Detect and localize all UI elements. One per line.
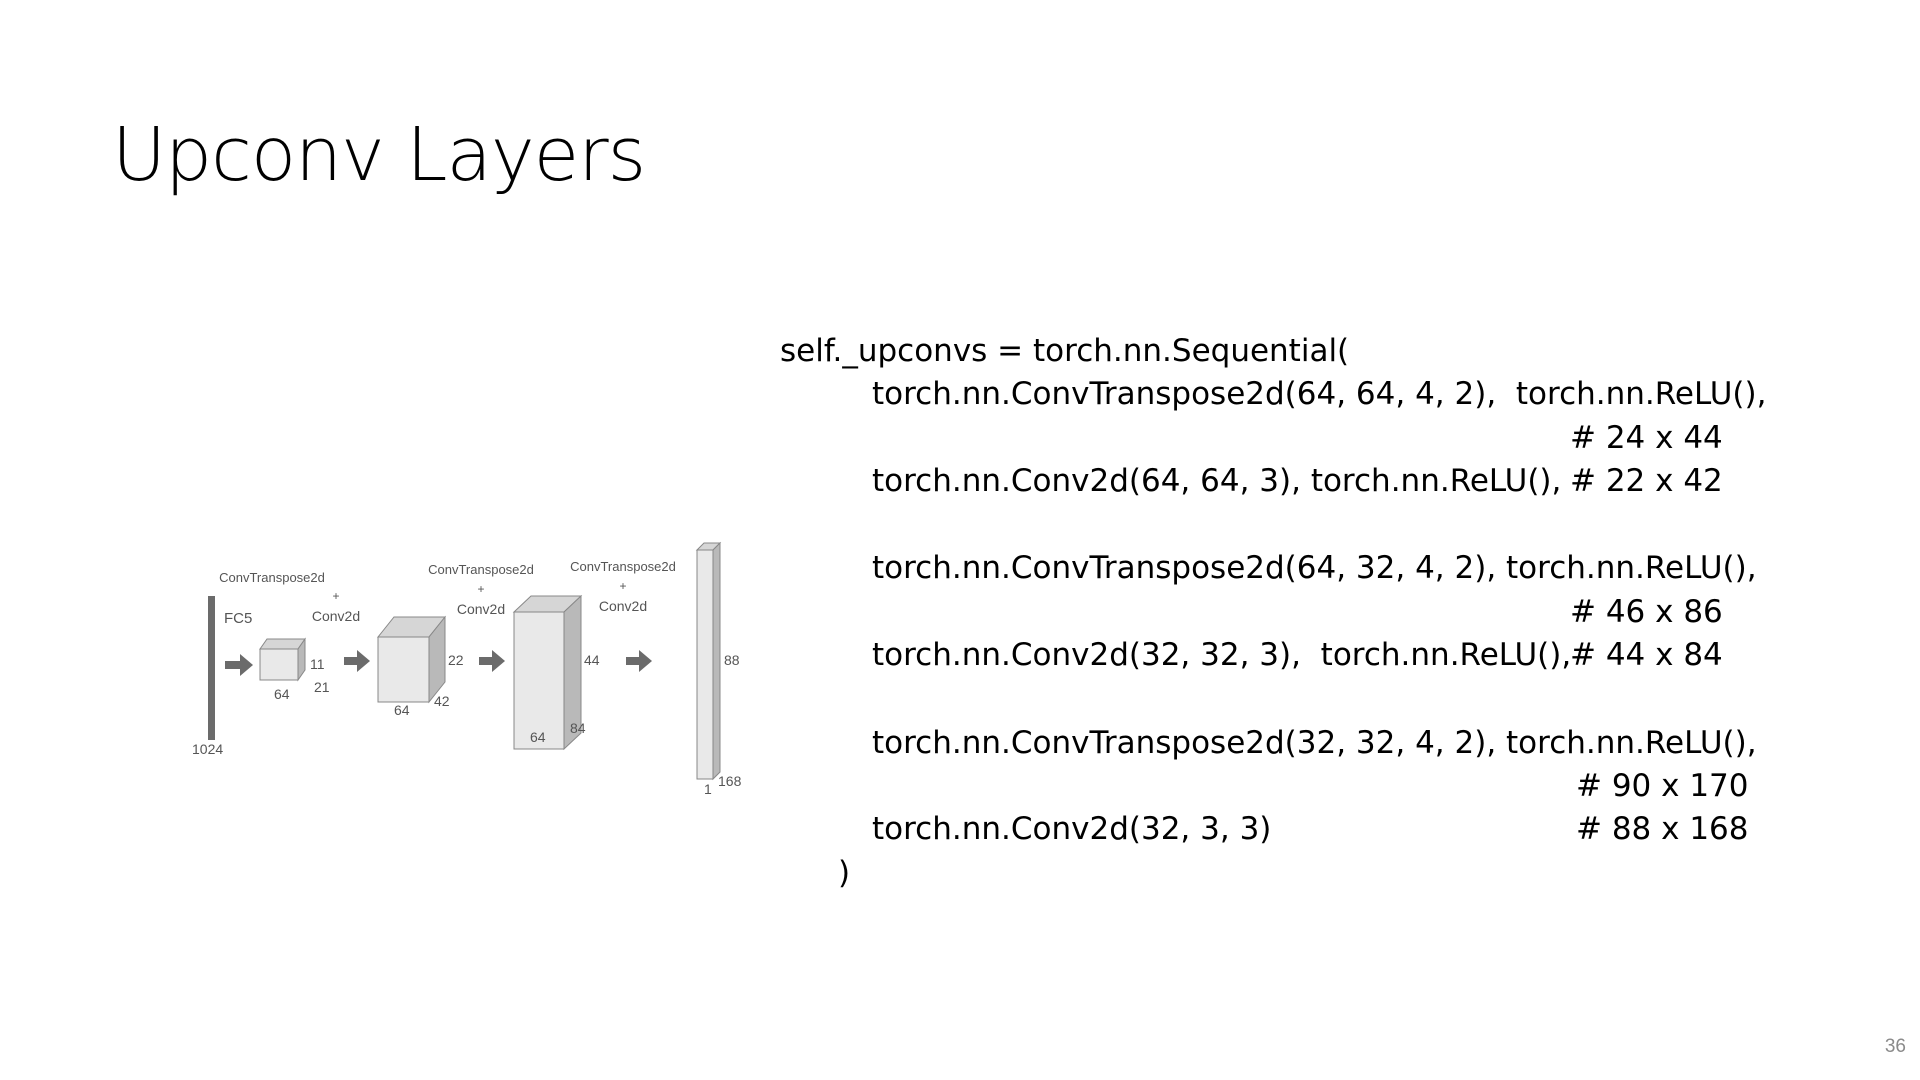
block1-width-label: 21 bbox=[314, 679, 330, 695]
block2-depth-label: 64 bbox=[394, 702, 410, 718]
feature-block-1 bbox=[259, 637, 306, 682]
block2-height-label: 22 bbox=[448, 652, 464, 668]
stage1-top-label: ConvTranspose2d bbox=[219, 570, 325, 585]
block1-depth-label: 64 bbox=[274, 686, 290, 702]
stage1-plus-label: + bbox=[332, 589, 339, 603]
stage2-bottom-label: Conv2d bbox=[457, 601, 505, 617]
feature-block-2 bbox=[376, 615, 447, 704]
fc5-bar bbox=[208, 596, 215, 740]
fc5-size-label: 1024 bbox=[192, 741, 223, 757]
block4-width-label: 168 bbox=[718, 773, 742, 789]
arrow-icon bbox=[225, 654, 253, 676]
code-line: torch.nn.ConvTranspose2d(32, 32, 4, 2), … bbox=[872, 725, 1757, 761]
code-line: torch.nn.Conv2d(32, 3, 3) bbox=[872, 811, 1272, 847]
code-comment: # 46 x 86 bbox=[1570, 594, 1723, 630]
code-comment: # 90 x 170 bbox=[1576, 768, 1749, 804]
code-comment: # 24 x 44 bbox=[1570, 420, 1723, 456]
code-line: torch.nn.Conv2d(64, 64, 3), torch.nn.ReL… bbox=[872, 463, 1562, 499]
code-line: torch.nn.Conv2d(32, 32, 3), torch.nn.ReL… bbox=[872, 637, 1572, 673]
code-line: torch.nn.ConvTranspose2d(64, 64, 4, 2), … bbox=[872, 376, 1767, 412]
block4-height-label: 88 bbox=[724, 652, 740, 668]
stage3-bottom-label: Conv2d bbox=[599, 598, 647, 614]
arrow-icon bbox=[344, 650, 370, 672]
block2-width-label: 42 bbox=[434, 693, 450, 709]
stage1-bottom-label: Conv2d bbox=[312, 608, 360, 624]
code-comment: # 22 x 42 bbox=[1570, 463, 1723, 499]
stage2-top-label: ConvTranspose2d bbox=[428, 562, 534, 577]
slide-title: Upconv Layers bbox=[112, 112, 646, 198]
code-comment: # 44 x 84 bbox=[1570, 637, 1723, 673]
code-line: self._upconvs = torch.nn.Sequential( bbox=[780, 333, 1350, 369]
arrow-icon bbox=[479, 650, 505, 672]
stage3-plus-label: + bbox=[619, 579, 626, 593]
output-block bbox=[695, 541, 722, 781]
block3-depth-label: 64 bbox=[530, 729, 546, 745]
fc5-label: FC5 bbox=[224, 610, 252, 627]
code-closing-paren: ) bbox=[838, 855, 851, 891]
code-line: torch.nn.ConvTranspose2d(64, 32, 4, 2), … bbox=[872, 550, 1757, 586]
block3-width-label: 84 bbox=[570, 720, 586, 736]
page-number: 36 bbox=[1884, 1036, 1906, 1057]
block3-height-label: 44 bbox=[584, 652, 600, 668]
block4-depth-label: 1 bbox=[704, 781, 712, 797]
upconv-architecture-diagram: FC5 1024 11 21 64 ConvTranspose2d + Conv… bbox=[192, 541, 742, 797]
arrow-icon bbox=[626, 650, 652, 672]
code-comment: # 88 x 168 bbox=[1576, 811, 1749, 847]
feature-block-3 bbox=[512, 594, 583, 751]
block1-height-label: 11 bbox=[310, 656, 325, 672]
stage3-top-label: ConvTranspose2d bbox=[570, 559, 676, 574]
stage2-plus-label: + bbox=[477, 582, 484, 596]
